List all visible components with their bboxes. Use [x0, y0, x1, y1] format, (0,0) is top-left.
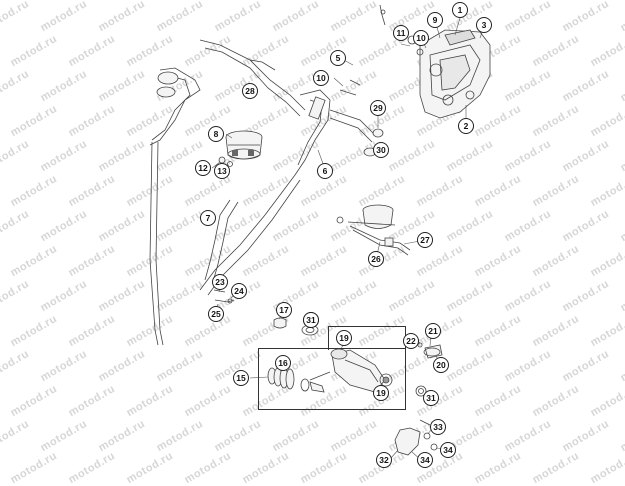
- callout-6: 6: [317, 163, 333, 179]
- part-reservoir-8: [218, 130, 263, 167]
- callout-34: 34: [417, 452, 433, 468]
- callout-20: 20: [433, 357, 449, 373]
- callout-19: 19: [336, 330, 352, 346]
- callout-13: 13: [214, 163, 230, 179]
- callout-23: 23: [212, 274, 228, 290]
- callout-31: 31: [303, 312, 319, 328]
- callout-22: 22: [403, 333, 419, 349]
- callout-17: 17: [276, 302, 292, 318]
- callout-2: 2: [458, 118, 474, 134]
- parts-drawing: [149, 4, 491, 461]
- callout-24: 24: [231, 283, 247, 299]
- callout-32: 32: [376, 452, 392, 468]
- part-hose-7: [204, 199, 239, 283]
- callout-34: 34: [440, 442, 456, 458]
- part-hose-left: [149, 67, 201, 346]
- callout-21: 21: [425, 323, 441, 339]
- assembly-group-box: [258, 348, 406, 410]
- callout-25: 25: [208, 306, 224, 322]
- part-central-assembly: [199, 89, 376, 296]
- part-bracket-32-34: [394, 419, 438, 456]
- callout-7: 7: [200, 210, 216, 226]
- callout-15: 15: [233, 370, 249, 386]
- callout-12: 12: [195, 160, 211, 176]
- callout-9: 9: [427, 12, 443, 28]
- callout-5: 5: [330, 50, 346, 66]
- callout-10: 10: [413, 30, 429, 46]
- callout-3: 3: [476, 17, 492, 33]
- part-fitting-10: [379, 4, 386, 26]
- callout-16: 16: [275, 355, 291, 371]
- callout-27: 27: [417, 232, 433, 248]
- callout-10: 10: [313, 70, 329, 86]
- callout-26: 26: [368, 251, 384, 267]
- part-slave-cylinder-group: [267, 317, 393, 393]
- part-hose-upper: [199, 39, 306, 117]
- callout-30: 30: [373, 142, 389, 158]
- callout-19: 19: [373, 385, 389, 401]
- callout-8: 8: [208, 126, 224, 142]
- callout-11: 11: [393, 25, 409, 41]
- callout-1: 1: [452, 2, 468, 18]
- callout-28: 28: [242, 83, 258, 99]
- callout-29: 29: [370, 100, 386, 116]
- callout-33: 33: [430, 419, 446, 435]
- callout-31: 31: [423, 390, 439, 406]
- part-fittings-20-22: [417, 342, 443, 359]
- part-master-cylinder-26: [336, 204, 411, 256]
- part-caliper-2: [407, 29, 491, 119]
